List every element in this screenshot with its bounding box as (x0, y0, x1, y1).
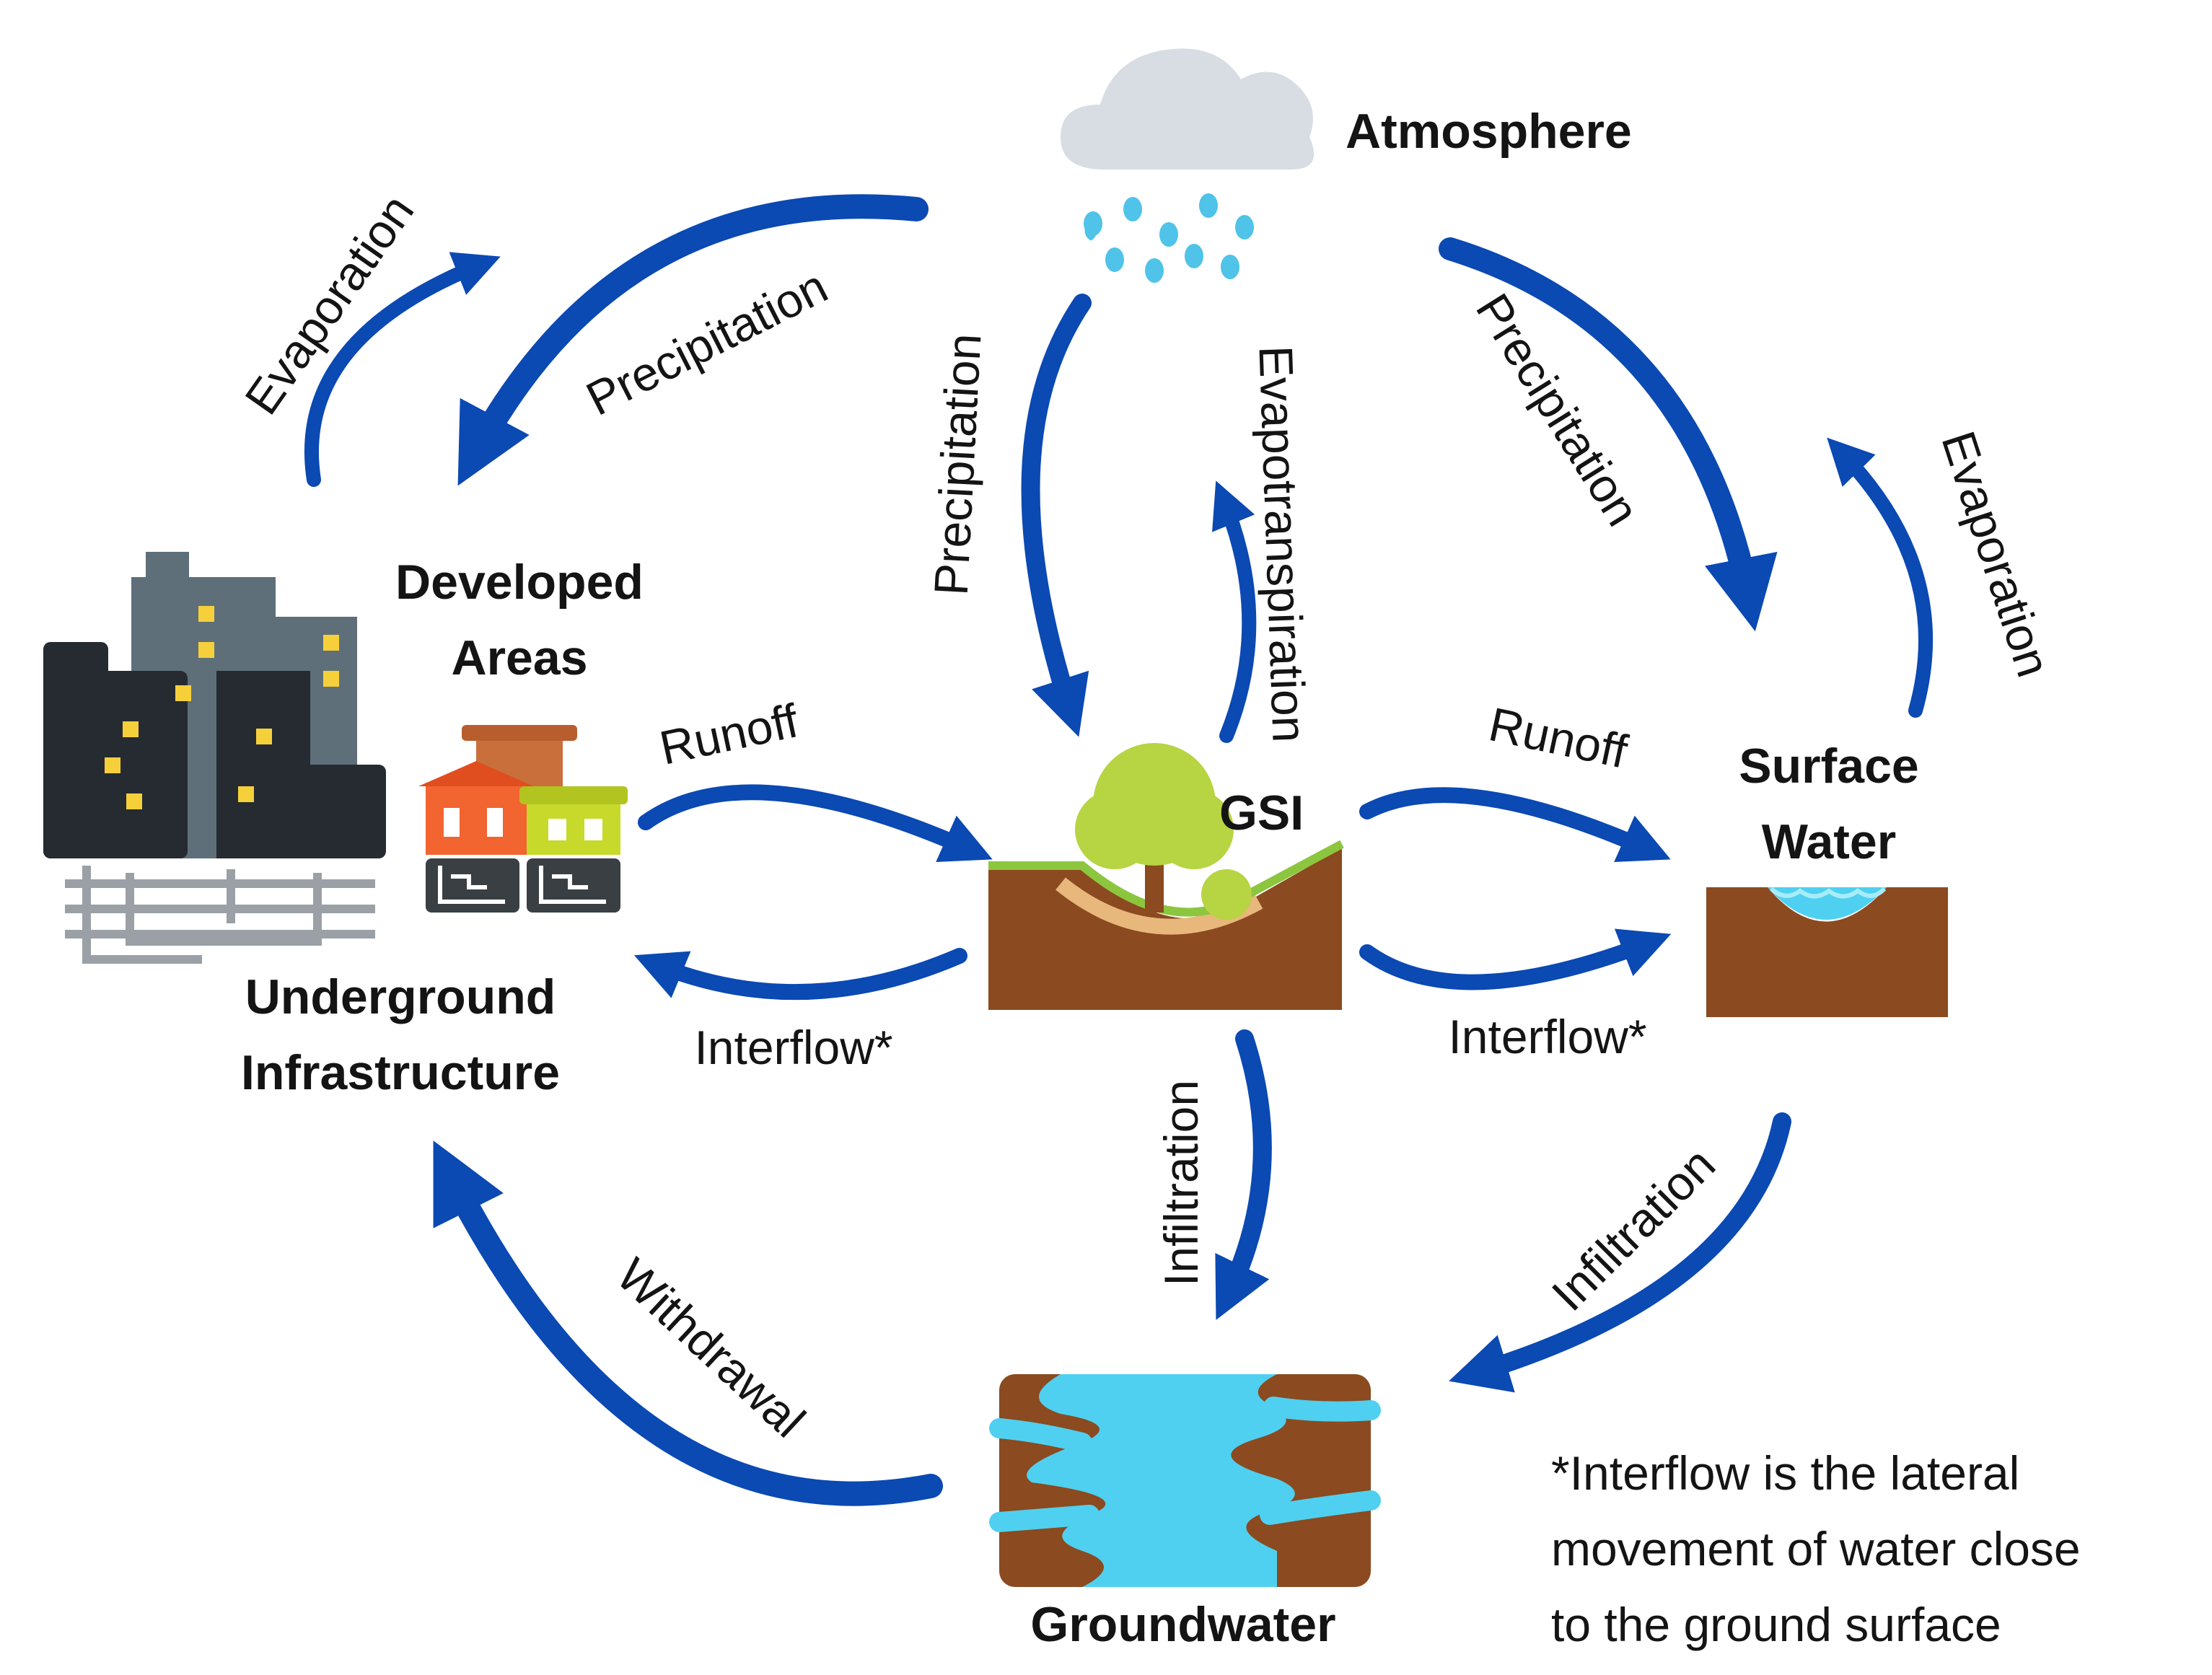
interflow-right-label: Interflow* (1448, 1010, 1646, 1063)
atmosphere-label: Atmosphere (1346, 104, 1632, 159)
developed-areas-label-line2: Areas (451, 630, 587, 685)
gsi-bioswale-icon (988, 743, 1344, 1010)
evaporation-right-label: Evaporation (1931, 425, 2060, 683)
arrow-precipitation-left (457, 194, 929, 486)
arrow-withdrawal (433, 1140, 943, 1506)
runoff-right-label: Runoff (1485, 697, 1633, 778)
city-icon (43, 552, 386, 858)
precipitation-center-label: Precipitation (924, 333, 991, 597)
arrow-interflow-right (1359, 928, 1672, 990)
flow-arrows (304, 194, 1934, 1506)
arrow-evaporation-left (304, 252, 501, 487)
pipes-icon (65, 866, 375, 964)
surface-water-label-line1: Surface (1739, 739, 1918, 793)
infiltration-center-label: Infiltration (1154, 1080, 1208, 1286)
houses-icon (418, 725, 628, 913)
footnote-line2: movement of water close (1551, 1522, 2081, 1575)
developed-areas-label-line1: Developed (395, 555, 644, 610)
arrow-evapotranspiration (1212, 480, 1257, 743)
underground-infrastructure-label-line1: Underground (245, 970, 556, 1024)
gsi-label: GSI (1219, 786, 1304, 840)
evapotranspiration-label: Evapotranspiration (1249, 345, 1316, 744)
arrow-interflow-left (633, 948, 967, 1001)
infiltration-right-label: Infiltration (1541, 1137, 1725, 1321)
groundwater-label: Groundwater (1030, 1597, 1335, 1652)
groundwater-icon (989, 1374, 1381, 1587)
arrow-evaporation-right (1827, 437, 1934, 718)
precipitation-right-label: Precipitation (1466, 284, 1650, 535)
arrow-precipitation-right (1439, 237, 1778, 632)
cloud-rain-icon (1061, 48, 1315, 283)
footnote-line1: *Interflow is the lateral (1551, 1446, 2019, 1500)
underground-infrastructure-label-line2: Infrastructure (241, 1045, 560, 1100)
arrow-runoff-left (638, 784, 993, 863)
surface-water-label-line2: Water (1762, 814, 1896, 869)
arrow-runoff-right (1359, 787, 1671, 863)
footnote-line3: to the ground surface (1551, 1598, 2001, 1651)
arrow-infiltration-right (1449, 1112, 1791, 1393)
surface-water-icon (1706, 887, 1948, 1017)
arrow-infiltration-center (1215, 1029, 1272, 1320)
runoff-left-label: Runoff (655, 693, 803, 775)
interflow-left-label: Interflow* (694, 1021, 892, 1074)
arrow-precipitation-center (1021, 294, 1092, 737)
